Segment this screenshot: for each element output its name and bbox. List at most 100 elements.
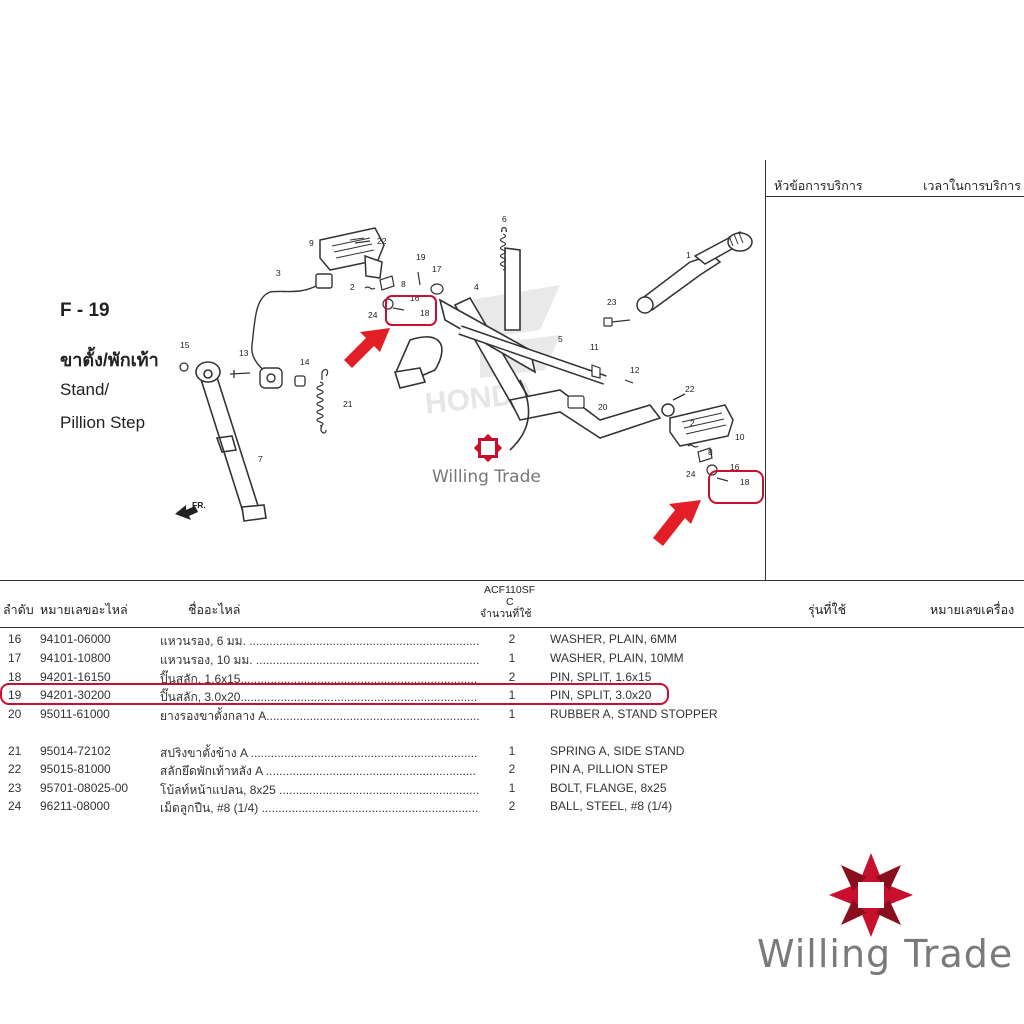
- row-part-number: 94101-10800: [40, 651, 111, 665]
- row-quantity: 2: [508, 632, 516, 646]
- table-row: 18 94201-16150 ปิ๊นสลัก, 1.6x15...........…: [0, 670, 1024, 688]
- service-panel-divider: [765, 196, 1024, 197]
- col-header-part-name: ชื่ออะไหล่: [188, 603, 241, 617]
- col-header-no: ลำดับ: [3, 603, 34, 617]
- row-part-name-en: PIN, SPLIT, 1.6x15: [550, 670, 652, 684]
- row-quantity: 2: [508, 762, 516, 776]
- row-part-name-en: BALL, STEEL, #8 (1/4): [550, 799, 673, 813]
- table-header-rule: [0, 627, 1024, 628]
- col-header-model-qty: ACF110SF C จำนวนที่ใช้: [470, 584, 560, 620]
- row-number: 17: [8, 651, 22, 665]
- row-part-number: 95014-72102: [40, 744, 111, 758]
- col-header-model-used: รุ่นที่ใช้: [808, 603, 847, 617]
- red-arrow-right: [653, 500, 701, 546]
- service-panel: [765, 160, 1024, 580]
- table-row: 24 96211-08000 เม็ดลูกปืน, #8 (1/4) ......…: [0, 799, 1024, 817]
- row-quantity: 1: [508, 781, 516, 795]
- service-time-header: เวลาในการบริการ: [923, 179, 1021, 193]
- watermark-logo-small: [473, 433, 503, 463]
- svg-text:24: 24: [686, 469, 696, 479]
- row-part-name-en: PIN, SPLIT, 3.0x20: [550, 688, 652, 702]
- svg-text:16: 16: [410, 293, 420, 303]
- svg-text:8: 8: [401, 279, 406, 289]
- front-direction-label: FR.: [192, 500, 206, 510]
- svg-text:6: 6: [502, 214, 507, 224]
- brand-logo: [829, 853, 913, 937]
- svg-text:2: 2: [350, 282, 355, 292]
- row-part-number: 95701-08025-00: [40, 781, 129, 795]
- row-number: 19: [8, 688, 22, 702]
- side-stand-part: [195, 361, 267, 522]
- row-part-name-thai: สลักยึดพักเท้าหลัง A ...................…: [160, 764, 476, 778]
- row-quantity: 1: [508, 744, 516, 758]
- row-part-name-en: WASHER, PLAIN, 10MM: [550, 651, 684, 665]
- table-row: 21 95014-72102 สปริงขาตั้งข้าง A .........…: [0, 744, 1024, 762]
- row-part-name-thai: เม็ดลูกปืน, #8 (1/4) ...................…: [160, 801, 479, 815]
- svg-text:18: 18: [740, 477, 750, 487]
- right-step-hardware: [687, 444, 729, 482]
- row-part-name-thai: แหวนรอง, 10 มม. ........................…: [160, 653, 480, 667]
- svg-text:10: 10: [735, 432, 745, 442]
- kick-starter-part: [636, 231, 753, 314]
- highlight-row-19: [0, 683, 669, 705]
- svg-text:24: 24: [368, 310, 378, 320]
- svg-text:14: 14: [300, 357, 310, 367]
- highlight-box-right-18: [708, 470, 764, 504]
- table-row: 23 95701-08025-00 โบ้ลท์หน้าแปลน, 8x25 ...…: [0, 781, 1024, 799]
- figure-code: F - 19: [60, 300, 110, 321]
- row-quantity: 1: [508, 651, 516, 665]
- highlight-box-left-18: [385, 295, 437, 326]
- row-number: 16: [8, 632, 22, 646]
- kick-bolt: [603, 317, 631, 327]
- row-part-name-thai: สปริงขาตั้งข้าง A ......................…: [160, 746, 478, 760]
- side-stand-spring: [316, 368, 329, 434]
- row-part-name-thai: แหวนรอง, 6 มม. .........................…: [160, 634, 480, 648]
- row-part-name-en: PIN A, PILLION STEP: [550, 762, 669, 776]
- service-topic-header: หัวข้อการบริการ: [774, 179, 863, 193]
- model-code-line1: ACF110SF: [484, 584, 536, 596]
- table-top-rule: [0, 580, 1024, 581]
- parts-diagram: HONDA FR.: [175, 214, 764, 546]
- side-stand-switch-part: [251, 273, 333, 389]
- row-part-name-thai: ปิ๊นสลัก, 1.6x15........................…: [160, 672, 478, 686]
- svg-text:17: 17: [432, 264, 442, 274]
- svg-text:15: 15: [180, 340, 190, 350]
- row-number: 21: [8, 744, 22, 758]
- figure-title-thai: ขาตั้ง/พักเท้า: [60, 350, 159, 370]
- red-arrow-left: [344, 328, 390, 368]
- row-number: 22: [8, 762, 22, 776]
- row-number: 23: [8, 781, 22, 795]
- row-part-name-en: BOLT, FLANGE, 8x25: [550, 781, 667, 795]
- service-panel-header: หัวข้อการบริการ เวลาในการบริการ: [765, 176, 1024, 194]
- brand-logo-mark: [829, 853, 913, 937]
- svg-text:3: 3: [276, 268, 281, 278]
- svg-text:23: 23: [607, 297, 617, 307]
- svg-text:21: 21: [343, 399, 353, 409]
- row-part-name-en: SPRING A, SIDE STAND: [550, 744, 685, 758]
- row-part-name-en: WASHER, PLAIN, 6MM: [550, 632, 677, 646]
- row-part-name-thai: โบ้ลท์หน้าแปลน, 8x25 ...................…: [160, 783, 480, 797]
- row-quantity: 2: [508, 670, 516, 684]
- row-number: 18: [8, 670, 22, 684]
- row-number: 24: [8, 799, 22, 813]
- row-part-number: 96211-08000: [40, 799, 110, 813]
- main-stand-part: [393, 247, 662, 451]
- row-part-number: 95015-81000: [40, 762, 111, 776]
- model-code-line2: C: [506, 596, 514, 608]
- svg-text:20: 20: [598, 402, 608, 412]
- svg-text:22: 22: [685, 384, 695, 394]
- svg-text:12: 12: [630, 365, 640, 375]
- brand-name: Willing Trade: [757, 932, 1014, 976]
- figure-title-en-line1: Stand/: [60, 380, 110, 399]
- svg-text:13: 13: [239, 348, 249, 358]
- row-quantity: 1: [508, 707, 516, 721]
- svg-text:2: 2: [690, 418, 695, 428]
- row-quantity: 2: [508, 799, 516, 813]
- row-part-name-thai: ยางรองขาตั้งกลาง A......................…: [160, 709, 480, 723]
- row-part-number: 94201-16150: [40, 670, 111, 684]
- row-quantity: 1: [508, 688, 516, 702]
- svg-text:4: 4: [474, 282, 479, 292]
- callout-labels: 1 2 3 4 5 6 7 8 9 10 11 12 13 14 15 16 1…: [180, 214, 750, 487]
